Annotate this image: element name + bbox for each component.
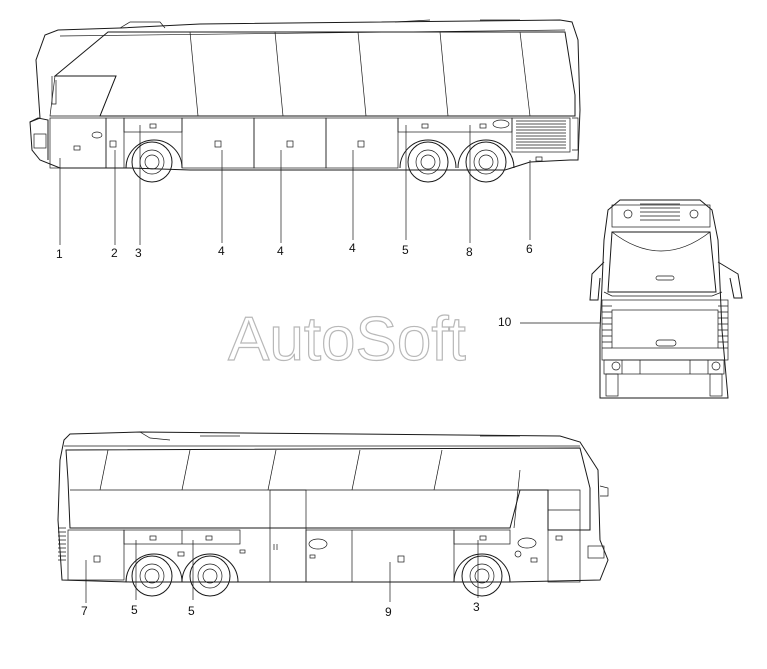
callout-5: 5 — [131, 603, 138, 617]
callout-10: 10 — [498, 315, 512, 329]
callout-7: 7 — [81, 604, 88, 618]
wheel-front-left — [453, 553, 511, 597]
wheel-rear-1 — [399, 139, 457, 183]
wheel-rear-2 — [457, 139, 515, 183]
callout-1: 1 — [56, 247, 63, 261]
callout-6: 6 — [526, 242, 533, 256]
callout-8: 8 — [466, 245, 473, 259]
callout-4: 4 — [349, 241, 356, 255]
callout-5: 5 — [188, 604, 195, 618]
wheel-front — [125, 139, 183, 183]
callout-4: 4 — [218, 244, 225, 258]
bus-side-view-left — [57, 431, 609, 603]
callout-2: 2 — [111, 246, 118, 260]
wheel-rear-left-1 — [125, 553, 183, 597]
bus-front-view — [520, 199, 743, 399]
rear-grille — [58, 527, 66, 561]
callout-4: 4 — [277, 244, 284, 258]
wheel-rear-left-2 — [181, 553, 239, 597]
bus-side-view-right — [29, 19, 581, 245]
watermark: AutoSoft — [228, 305, 466, 374]
callout-9: 9 — [385, 605, 392, 619]
callout-3: 3 — [473, 600, 480, 614]
callout-3: 3 — [135, 246, 142, 260]
engine-grille — [516, 120, 566, 149]
callout-5: 5 — [402, 243, 409, 257]
